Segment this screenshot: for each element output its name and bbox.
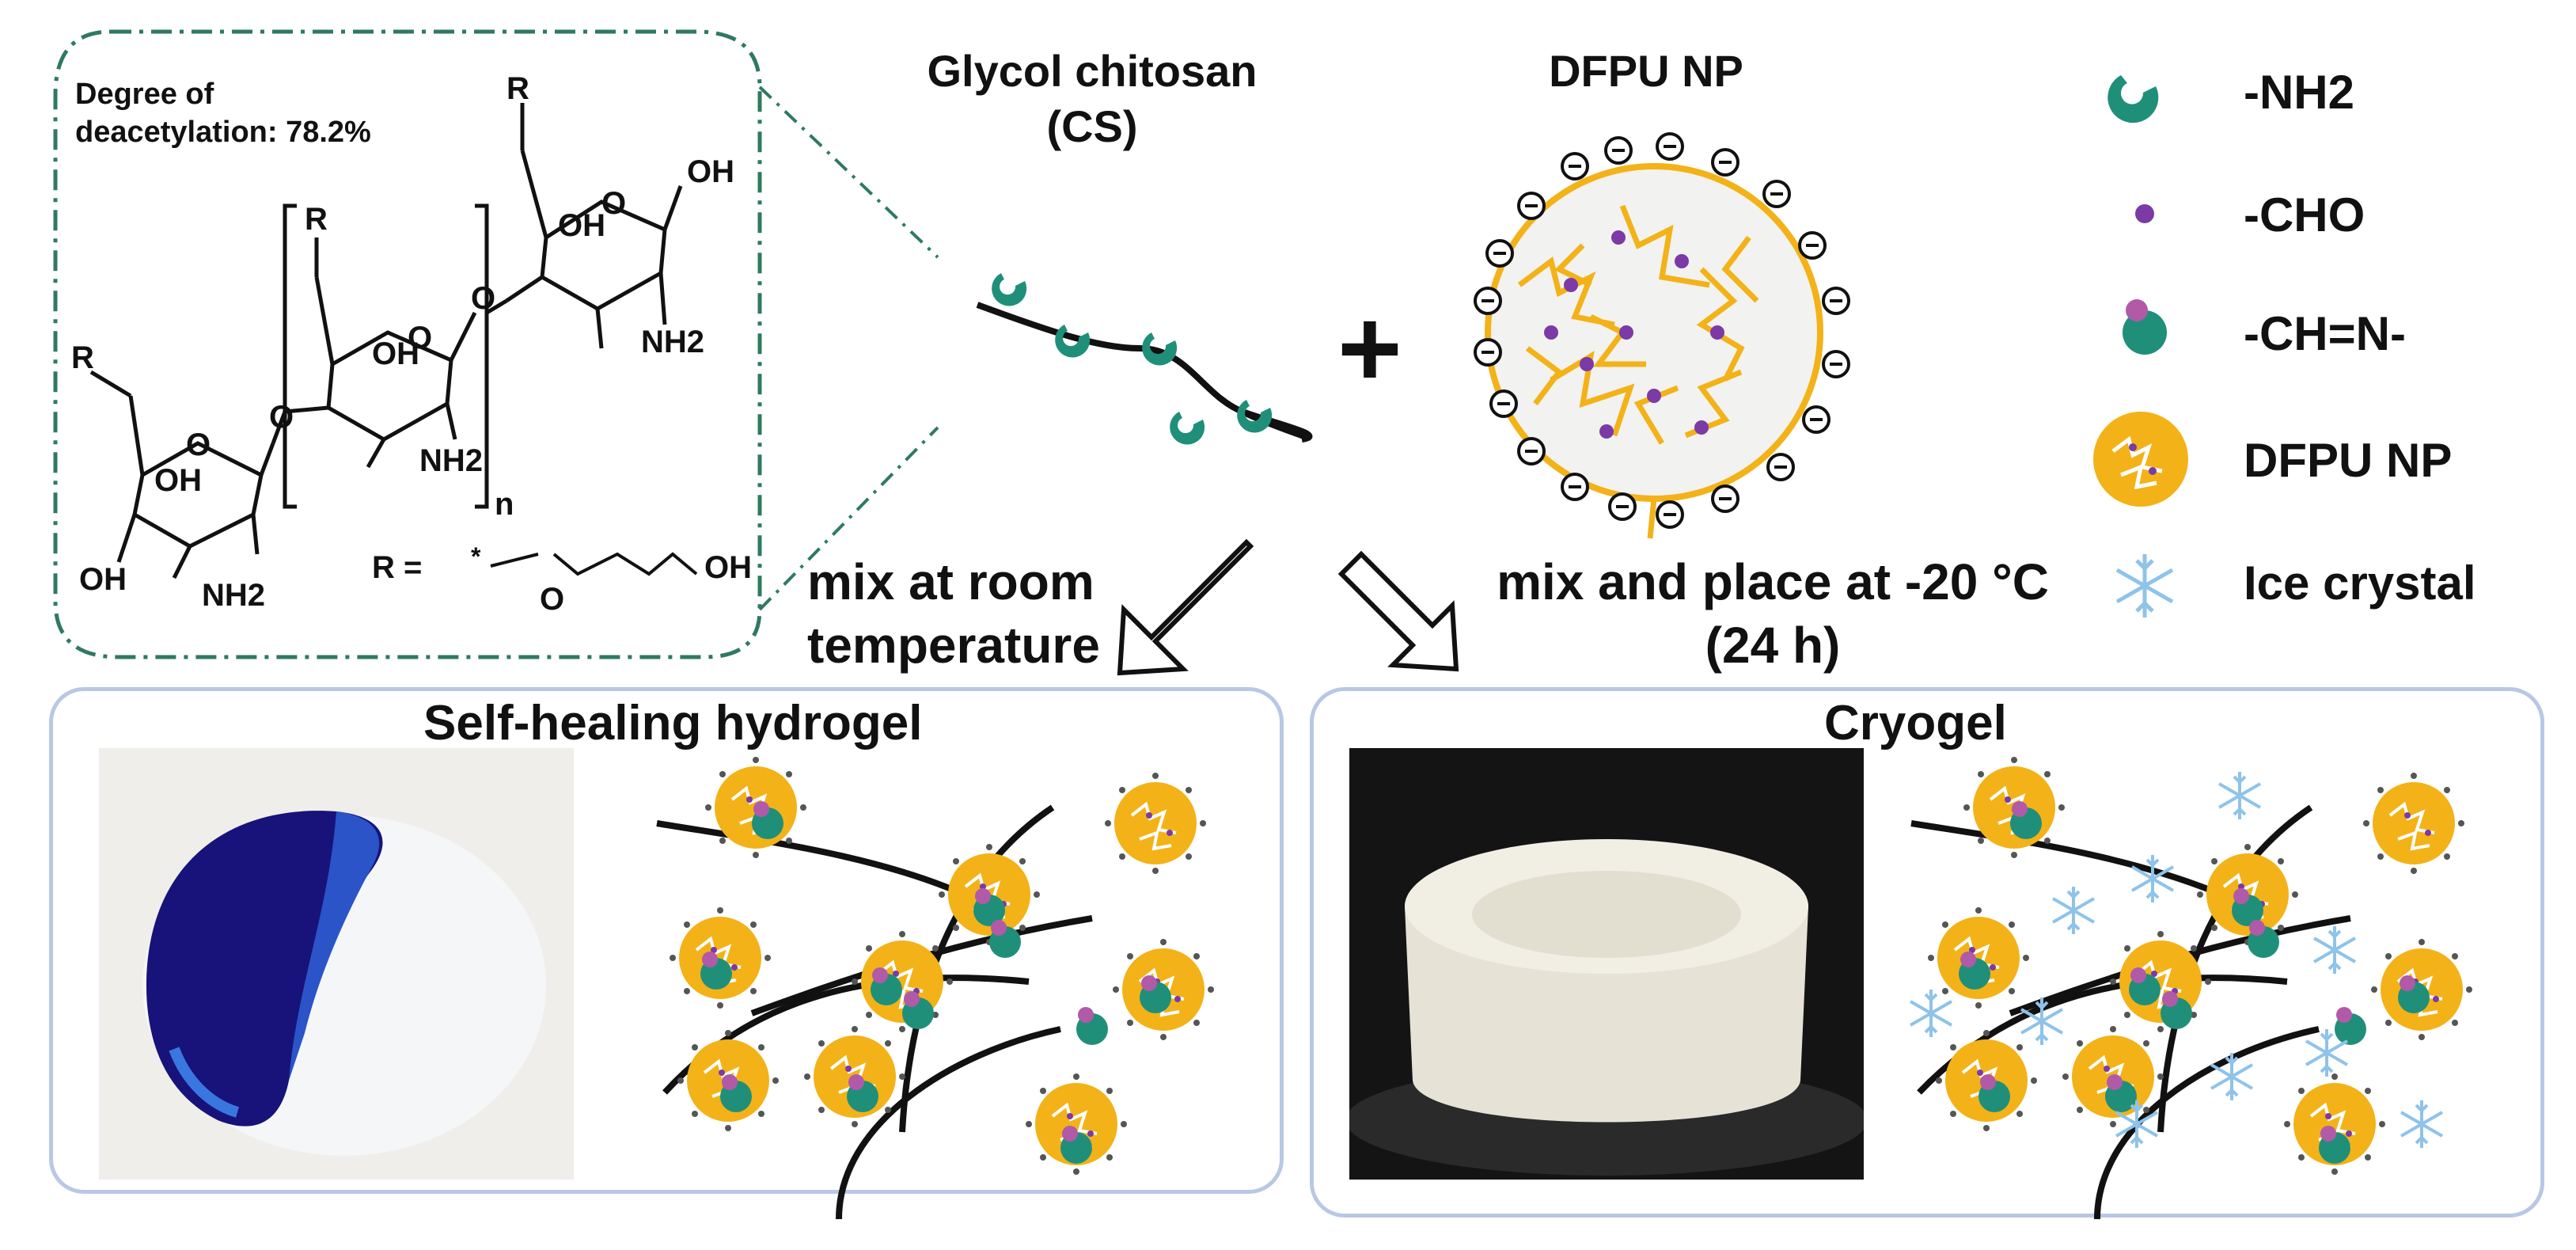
deacetylation-line-1: Degree of xyxy=(75,78,214,111)
cryo-arrow xyxy=(1337,550,1459,672)
nh2-group-icon xyxy=(2107,75,2159,123)
legend-label-cho: -CHO xyxy=(2244,188,2365,241)
deacetylation-label: Degree of deacetylation: 78.2% xyxy=(75,75,371,151)
repeat-count-n: n xyxy=(495,487,514,522)
hydrogel-panel-title: Self-healing hydrogel xyxy=(423,696,923,750)
r-definition-star: * xyxy=(471,542,481,571)
imine-bond-icon xyxy=(2123,299,2167,355)
room-temp-label: mix at room temperature xyxy=(807,550,1100,677)
cs-title-line-1: Glycol chitosan xyxy=(927,46,1258,96)
hydrogel-network xyxy=(656,804,1093,1220)
legend-label-nh2: -NH2 xyxy=(2244,66,2355,119)
cryo-condition-label: mix and place at -20 °C (24 h) xyxy=(1472,550,2073,677)
amine-left-text: NH2 xyxy=(202,578,266,613)
plus-sign: + xyxy=(1337,286,1402,410)
amine-marker xyxy=(1142,332,1178,366)
hydroxyl-left-2: OH xyxy=(79,562,127,597)
amine-top: NH2 xyxy=(641,325,704,360)
cs-title: Glycol chitosan (CS) xyxy=(894,44,1290,154)
hydroxyl-top: OH xyxy=(558,208,605,243)
dfpu-np-icon xyxy=(2093,412,2188,507)
amine-top-text: NH2 xyxy=(641,325,705,359)
legend-label-ice: Ice crystal xyxy=(2244,557,2476,610)
hydroxyl-left-1: OH xyxy=(154,463,202,498)
ice-crystal-icon xyxy=(2115,554,2174,617)
link-oxygen-2: O xyxy=(471,281,496,316)
r-definition-hydroxyl: OH xyxy=(704,550,752,585)
ring-oxygen-1: O xyxy=(186,427,211,462)
r-group-mid: R xyxy=(305,202,328,237)
cryo-condition-line-1: mix and place at -20 °C xyxy=(1497,553,2049,610)
hydroxyl-mid: OH xyxy=(372,336,419,371)
cryogel-panel-title: Cryogel xyxy=(1824,696,2007,750)
room-temp-line-2: temperature xyxy=(807,617,1100,674)
amine-marker xyxy=(1055,325,1091,358)
cryo-condition-line-2: (24 h) xyxy=(1705,617,1841,674)
cryogel-photo xyxy=(1349,748,1864,1180)
legend-label-dfpu: DFPU NP xyxy=(2244,434,2453,487)
deacetylation-line-2: deacetylation: 78.2% xyxy=(75,116,371,149)
room-temp-line-1: mix at room xyxy=(807,553,1095,610)
amine-mid-text: NH2 xyxy=(419,443,484,478)
ring-oxygen-2: O xyxy=(408,321,433,355)
np-title: DFPU NP xyxy=(1549,46,1743,96)
r-group-left: R xyxy=(71,340,94,375)
r-group-top: R xyxy=(506,71,529,106)
ring-oxygen-3: O xyxy=(601,186,627,221)
link-oxygen-1: O xyxy=(269,400,294,435)
amine-marker xyxy=(1237,400,1273,433)
cs-title-line-2: (CS) xyxy=(1046,101,1138,151)
cryogel-network xyxy=(1910,804,2351,1220)
amine-mid: NH2 xyxy=(419,443,483,479)
amine-marker xyxy=(992,273,1027,306)
cho-group-icon xyxy=(2135,204,2154,223)
legend-label-imine: -CH=N- xyxy=(2244,307,2406,360)
amine-left: NH2 xyxy=(202,578,265,614)
hydrogel-photo xyxy=(99,748,574,1180)
hydroxyl-top-right: OH xyxy=(687,154,734,189)
amine-marker xyxy=(1170,412,1205,445)
r-definition-oxygen: O xyxy=(540,582,565,617)
r-definition-prefix: R = xyxy=(372,550,423,585)
room-temp-arrow xyxy=(1117,538,1254,676)
